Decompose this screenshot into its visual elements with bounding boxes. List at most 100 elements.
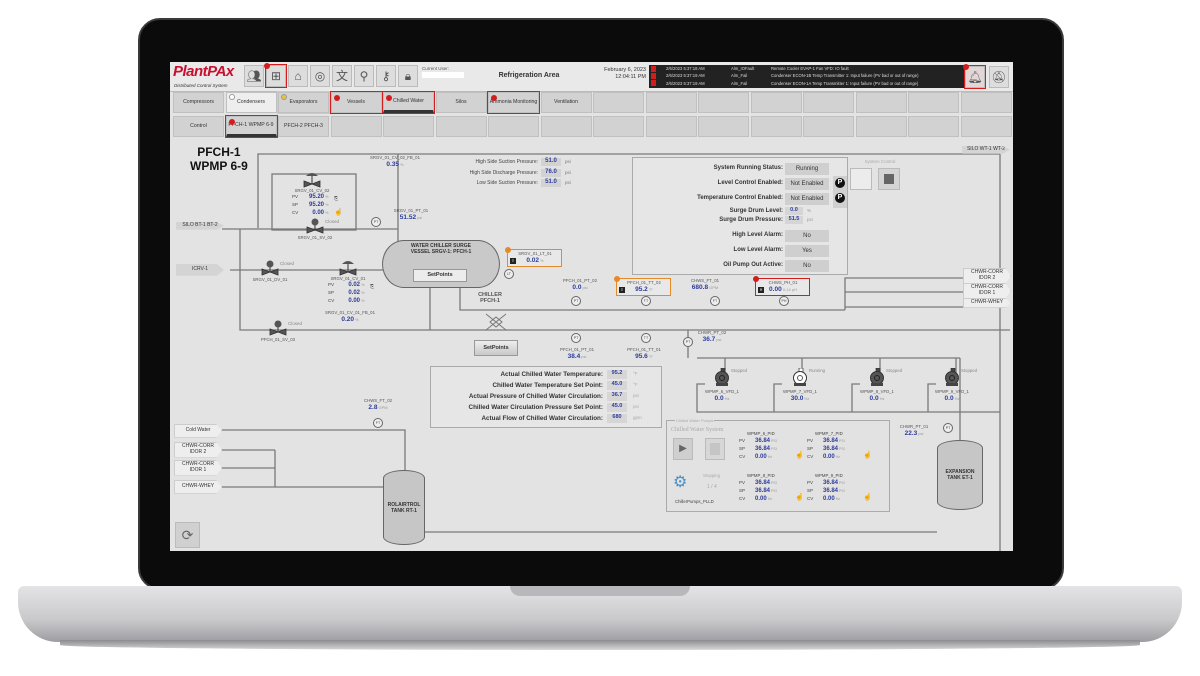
nav-tab-empty[interactable] [750, 92, 802, 113]
mute-button[interactable]: 🔕︎ [989, 66, 1009, 88]
sub-tab-empty[interactable] [330, 116, 382, 137]
sub-tab-empty[interactable] [645, 116, 697, 137]
pump-start-button[interactable]: ▶ [673, 438, 693, 460]
header-button-people[interactable]: 👥︎ [244, 65, 264, 87]
transmitter-pt-icon[interactable]: PT [371, 217, 381, 227]
header-button-key[interactable]: ⚷ [376, 65, 396, 87]
sub-tab-empty[interactable] [540, 116, 592, 137]
sub-tab-empty[interactable] [383, 116, 434, 137]
header-button-lock[interactable]: 🔒︎ [398, 65, 418, 87]
hand-pointer-icon[interactable]: ☝ [795, 452, 804, 459]
instrument-value[interactable]: 0.0psi [572, 284, 587, 291]
nav-tab-empty[interactable] [855, 92, 907, 113]
alarm-bell-button[interactable]: 🔔︎ [963, 64, 986, 89]
valve-control[interactable] [339, 260, 357, 278]
nav-tab-evaporators[interactable]: Evaporators [277, 91, 330, 114]
nav-tab-condensers[interactable]: Condensers [225, 92, 277, 113]
transmitter-tt-icon[interactable]: TT [641, 333, 651, 343]
transmitter-ft-icon[interactable]: FT [710, 296, 720, 306]
nav-tab-empty[interactable] [645, 92, 697, 113]
left-connector[interactable]: Cold Water [174, 424, 222, 438]
valve-control[interactable] [303, 172, 321, 190]
faceplate-icon[interactable]: ⎘ [370, 284, 375, 290]
refresh-button[interactable]: ⟳ [175, 522, 200, 548]
left-connector[interactable]: CHWR-CORR IDOR 1 [174, 460, 222, 476]
nav-tab-empty[interactable] [698, 92, 749, 113]
sub-tab-empty[interactable] [960, 116, 1012, 137]
permissive-icon[interactable]: P [835, 178, 845, 188]
sub-tab-empty[interactable] [803, 116, 854, 137]
instrument-value[interactable]: 0.000-14 pH [769, 286, 797, 293]
instrument-value[interactable]: 51.52psi [400, 214, 422, 221]
instrument-value[interactable]: 22.3psi [905, 430, 924, 437]
sub-tab-empty[interactable] [908, 116, 959, 137]
permissive-icon[interactable]: P [835, 193, 845, 203]
instrument-value[interactable]: 0.35% [386, 161, 403, 168]
nav-tab-empty[interactable] [908, 92, 959, 113]
pump-stop-button[interactable] [705, 438, 725, 460]
valve-solenoid[interactable] [306, 218, 324, 236]
sub-tab-empty[interactable] [593, 116, 644, 137]
hand-pointer-icon[interactable]: ☝ [863, 494, 872, 501]
pump-7[interactable] [791, 367, 809, 388]
sub-tab-empty[interactable] [488, 116, 539, 137]
icrv-connector[interactable]: ICRV-1 [176, 264, 224, 276]
header-button-refresh-gauge[interactable]: ◎ [310, 65, 330, 87]
faceplate-icon[interactable]: ⎘ [334, 196, 339, 202]
transmitter-ph-icon[interactable]: PH [779, 296, 789, 306]
valve-solenoid[interactable] [261, 260, 279, 278]
status-value[interactable]: Not Enabled [785, 193, 829, 205]
right-connector[interactable]: CHWR-WHEY [963, 298, 1011, 308]
nav-tab-empty[interactable] [960, 92, 1012, 113]
nav-tab-compressors[interactable]: Compressors [173, 92, 224, 113]
pump-6[interactable] [713, 367, 731, 388]
instrument-value[interactable]: 95.2°F [635, 286, 653, 293]
instrument-value[interactable]: 38.4psi [568, 353, 587, 360]
nav-tab-chilled-water[interactable]: Chilled Water [382, 91, 435, 114]
silo-wt-connector[interactable]: SILO WT-1 WT-2 [962, 146, 1010, 154]
vessel-setpoints-button[interactable]: SetPoints [413, 269, 467, 282]
silo-bt-connector[interactable]: SILO BT-1 BT-2 [176, 222, 224, 230]
expansion-tank[interactable]: EXPANSION TANK ET-1 [937, 440, 983, 510]
alarm-tag-box[interactable]: ≡ [505, 247, 562, 267]
nav-tab-empty[interactable] [593, 92, 644, 113]
status-value[interactable]: Not Enabled [785, 178, 829, 190]
nav-tab-empty[interactable] [803, 92, 854, 113]
sub-tab-empty[interactable] [698, 116, 749, 137]
transmitter-pt-icon[interactable]: PT [571, 333, 581, 343]
nav-tab-ventilation[interactable]: Ventilation [540, 92, 592, 113]
transmitter-lt-icon[interactable]: LT [504, 269, 514, 279]
left-connector[interactable]: CHWR-WHEY [174, 480, 222, 494]
sub-tab-pfch-2-pfch-3[interactable]: PFCH-2 PFCH-3 [278, 116, 329, 137]
right-connector[interactable]: CHWR-CORR IDOR 1 [963, 283, 1011, 299]
left-connector[interactable]: CHWR-CORR IDOR 2 [174, 442, 222, 458]
status-value[interactable]: Running [785, 163, 829, 175]
alarm-tag-box[interactable]: ✕ [753, 276, 810, 296]
instrument-value[interactable]: 0.20% [341, 316, 358, 323]
transmitter-pt-icon[interactable]: PT [943, 423, 953, 433]
instrument-value[interactable]: 95.6°F [635, 353, 653, 360]
valve-solenoid[interactable] [269, 320, 287, 338]
transmitter-pt-icon[interactable]: PT [571, 296, 581, 306]
header-button-home[interactable]: ⌂ [288, 65, 308, 87]
instrument-value[interactable]: 0.02% [526, 257, 543, 264]
hand-pointer-icon[interactable]: ☝ [863, 452, 872, 459]
sub-tab-pfch-1-wpmp-6-9[interactable]: PFCH-1 WPMP 6-9 [224, 115, 278, 138]
nav-tab-silos[interactable]: Silos [435, 92, 487, 113]
sub-tab-empty[interactable] [855, 116, 907, 137]
instrument-value[interactable]: 2.8GPM [368, 404, 387, 411]
right-connector[interactable]: CHWR-CORR IDOR 2 [963, 268, 1011, 284]
sub-tab-control[interactable]: Control [173, 116, 224, 137]
pump-9[interactable] [943, 367, 961, 388]
system-stop-button[interactable] [878, 168, 900, 190]
chiller-setpoints-button[interactable]: SetPoints [474, 340, 518, 356]
rolairtrol-tank[interactable]: ROLAIRTROL TANK RT-1 [383, 470, 425, 545]
nav-tab-ammonia-monitoring[interactable]: Ammonia Monitoring [487, 91, 540, 114]
hand-pointer-icon[interactable]: ☝ [795, 494, 804, 501]
header-button-language[interactable]: 文 [332, 65, 352, 87]
sub-tab-empty[interactable] [750, 116, 802, 137]
